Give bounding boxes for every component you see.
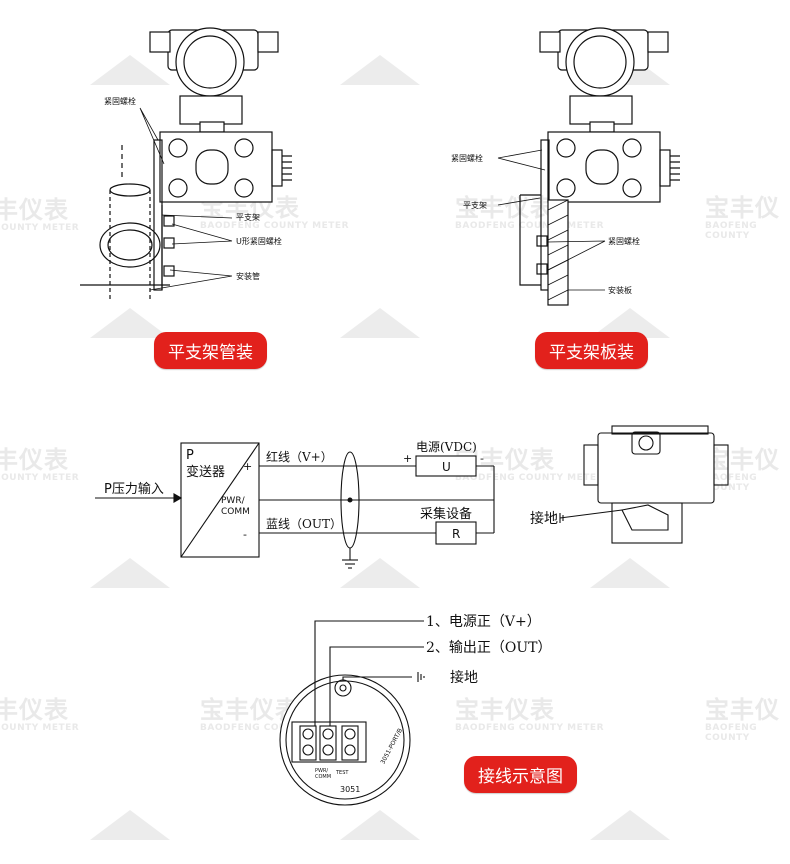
pipe-mount-caption: 平支架管装 [154,332,267,369]
model-label: 3051 [340,785,360,794]
terminal-item-power: 1、电源正（V+） [426,614,541,630]
ground-label: 接地 [530,510,558,527]
blue-wire-label: 蓝线（OUT） [266,517,342,531]
panel-mount-caption: 平支架板装 [535,332,648,369]
terminal-item-ground: 接地 [450,669,478,686]
red-wire-label: 红线（V+） [266,449,333,464]
transmitter-p: P [186,448,194,463]
resistor-r-label: R [452,527,460,541]
mount-plate-label: 安装板 [608,285,632,295]
minus-sign: - [243,528,247,541]
supply-plus-sign: + [403,452,412,465]
plate-pwr-label: PWR/ [315,768,328,774]
bracket-label: 平支架 [236,212,260,222]
fasten-bolt-top-label: 紧固螺栓 [451,153,483,163]
acquisition-device-label: 采集设备 [420,506,472,522]
fasten-bolt-label: 紧固螺栓 [104,96,136,106]
side-model-label: 3051-PORT/B [379,727,404,765]
pwr-comm-label: PWR/ [221,496,246,506]
plus-sign: + [243,460,252,473]
power-supply-label: 电源(VDC) [416,440,477,454]
terminal-item-output: 2、输出正（OUT） [426,640,552,656]
terminal-caption: 接线示意图 [464,756,577,793]
input-label: P压力输入 [104,481,164,497]
u-bolt-label: U形紧固螺栓 [236,236,282,246]
pwr-comm-label: COMM [221,507,250,517]
fasten-bolt-bottom-label: 紧固螺栓 [608,236,640,246]
transmitter-name: 变送器 [186,464,225,480]
supply-u-label: U [442,460,451,474]
supply-minus-sign: - [480,452,484,465]
mount-pipe-label: 安装管 [236,271,260,281]
plate-comm-label: COMM [315,774,331,780]
bracket-label: 平支架 [463,200,487,210]
plate-test-label: TEST [335,770,349,776]
